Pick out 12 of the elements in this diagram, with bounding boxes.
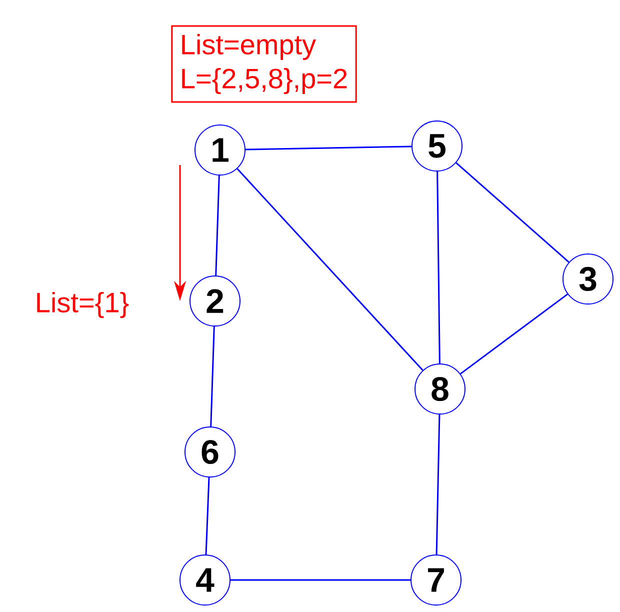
edge-line (215, 175, 220, 276)
edge-line (456, 162, 570, 263)
edge-line (460, 294, 568, 374)
edge-line (205, 477, 210, 555)
edge-line (245, 146, 412, 150)
edge-line (210, 326, 215, 427)
edge-line (230, 579, 410, 581)
edge-line (436, 414, 440, 555)
edge-line (436, 171, 440, 364)
edge-line (236, 168, 424, 371)
edge-label: List={1} (37, 292, 129, 318)
note-box: List=empty L={2,5,8},p=2 (171, 25, 357, 103)
